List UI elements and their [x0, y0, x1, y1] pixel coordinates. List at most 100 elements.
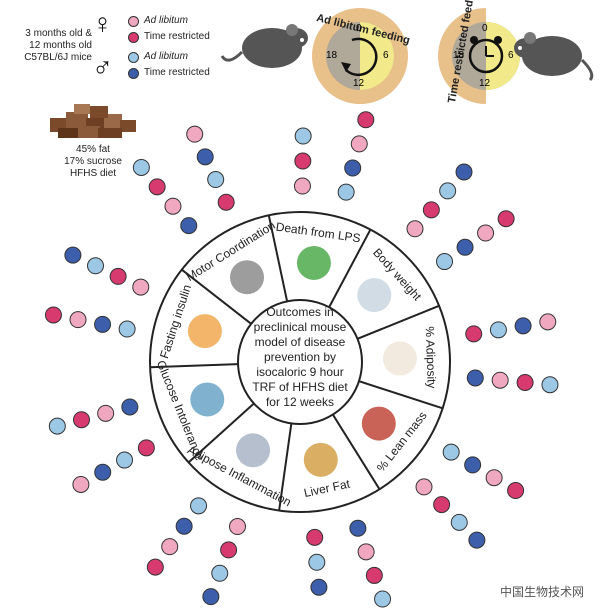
group-dot — [229, 518, 247, 536]
clock-tick-6: 6 — [383, 50, 389, 61]
segment-illustration-icon — [361, 406, 396, 441]
segment-label: % Adiposity — [423, 326, 439, 388]
mouse-image-right — [514, 32, 594, 82]
group-dot — [415, 478, 433, 496]
diet-pellets-image — [50, 104, 136, 138]
clock-tick-12: 12 — [353, 78, 365, 89]
group-dot — [456, 238, 474, 256]
group-dot — [516, 373, 534, 391]
segment-divider — [332, 414, 381, 490]
group-dot — [308, 553, 326, 571]
female-symbol: ♀ — [92, 8, 113, 39]
group-dot — [442, 443, 460, 461]
group-dot — [541, 376, 559, 394]
legend-dot-male-time-restricted — [128, 68, 139, 79]
center-line: prevention by — [263, 350, 337, 364]
group-dot — [190, 497, 208, 515]
center-line: preclinical mouse — [253, 320, 347, 334]
group-dot — [64, 246, 82, 264]
group-dot — [69, 311, 87, 329]
segment-illustration-icon — [190, 382, 225, 417]
group-dot — [118, 320, 136, 338]
group-dot — [439, 182, 457, 200]
center-line: model of disease — [254, 335, 346, 349]
segment-divider — [328, 229, 372, 308]
group-dot — [539, 313, 557, 331]
group-dot — [294, 152, 312, 170]
group-dot — [507, 482, 525, 500]
clock-tick-6-b: 6 — [508, 50, 514, 61]
segment-illustration-icon — [382, 341, 417, 376]
group-dot — [94, 315, 112, 333]
group-dot — [196, 148, 214, 166]
legend-label-female-time-restricted: Time restricted — [144, 31, 210, 42]
clock-tick-18: 18 — [326, 50, 338, 61]
group-dot — [514, 317, 532, 335]
legend-label-male-ad-libitum: Ad libitum — [144, 51, 188, 62]
group-dot — [485, 469, 503, 487]
diet-line: 17% sucrose — [64, 156, 122, 167]
group-dot — [365, 566, 383, 584]
watermark: 中国生物技术网 — [499, 585, 584, 599]
male-symbol: ♂ — [92, 52, 113, 83]
center-summary: Outcomes in preclinical mouse model of d… — [244, 305, 356, 410]
group-dot — [94, 463, 112, 481]
group-dot — [357, 543, 375, 561]
segment-illustration-icon — [187, 314, 222, 349]
group-dot — [202, 588, 220, 606]
group-dot — [468, 531, 486, 549]
group-dot — [48, 417, 66, 435]
group-dot — [477, 224, 495, 242]
group-dot — [306, 528, 324, 546]
mice-description: 3 months old & 12 months old C57BL/6J mi… — [12, 28, 92, 64]
group-dot — [497, 210, 515, 228]
group-dot — [217, 193, 235, 211]
group-dot — [337, 183, 355, 201]
legend-dot-female-ad-libitum — [128, 16, 139, 27]
outer-dots — [44, 111, 559, 608]
group-dot — [422, 201, 440, 219]
legend-label-male-time-restricted: Time restricted — [144, 67, 210, 78]
segment-illustration-icon — [296, 245, 331, 280]
group-dot — [87, 257, 105, 275]
segment-illustration-icon — [236, 433, 271, 468]
group-dot — [137, 439, 155, 457]
group-dot — [293, 177, 311, 195]
mice-line: 3 months old & — [25, 28, 92, 39]
diet-line: 45% fat — [76, 144, 110, 155]
group-dot — [406, 220, 424, 238]
group-dot — [357, 111, 375, 129]
center-line: TRF of HFHS diet — [252, 380, 348, 394]
group-dot — [220, 541, 238, 559]
group-dot — [349, 519, 367, 537]
legend-dot-male-ad-libitum — [128, 52, 139, 63]
center-line: for 12 weeks — [265, 395, 335, 409]
diet-description: 45% fat 17% sucrose HFHS diet — [48, 144, 138, 180]
segment-illustration-icon — [303, 442, 338, 477]
mice-line: C57BL/6J mice — [24, 52, 92, 63]
group-dot — [344, 159, 362, 177]
group-dot — [116, 451, 134, 469]
segment-divider — [150, 363, 239, 369]
group-dot — [109, 267, 127, 285]
group-dot — [132, 278, 150, 296]
group-dot — [450, 513, 468, 531]
group-dot — [350, 135, 368, 153]
group-dot — [211, 564, 229, 582]
group-dot — [121, 398, 139, 416]
center-line: Outcomes in — [266, 305, 334, 319]
mice-line: 12 months old — [29, 40, 92, 51]
group-dot — [294, 127, 312, 145]
legend-dot-female-time-restricted — [128, 32, 139, 43]
clock-tick-12-b: 12 — [479, 78, 491, 89]
legend-label-female-ad-libitum: Ad libitum — [144, 15, 188, 26]
group-dot — [491, 371, 509, 389]
group-dot — [72, 475, 90, 493]
segment-divider — [357, 304, 440, 340]
clock-tick-18-b: 18 — [453, 50, 465, 61]
group-dot — [207, 171, 225, 189]
clock-tick-0: 0 — [356, 23, 362, 34]
group-dot — [44, 306, 62, 324]
